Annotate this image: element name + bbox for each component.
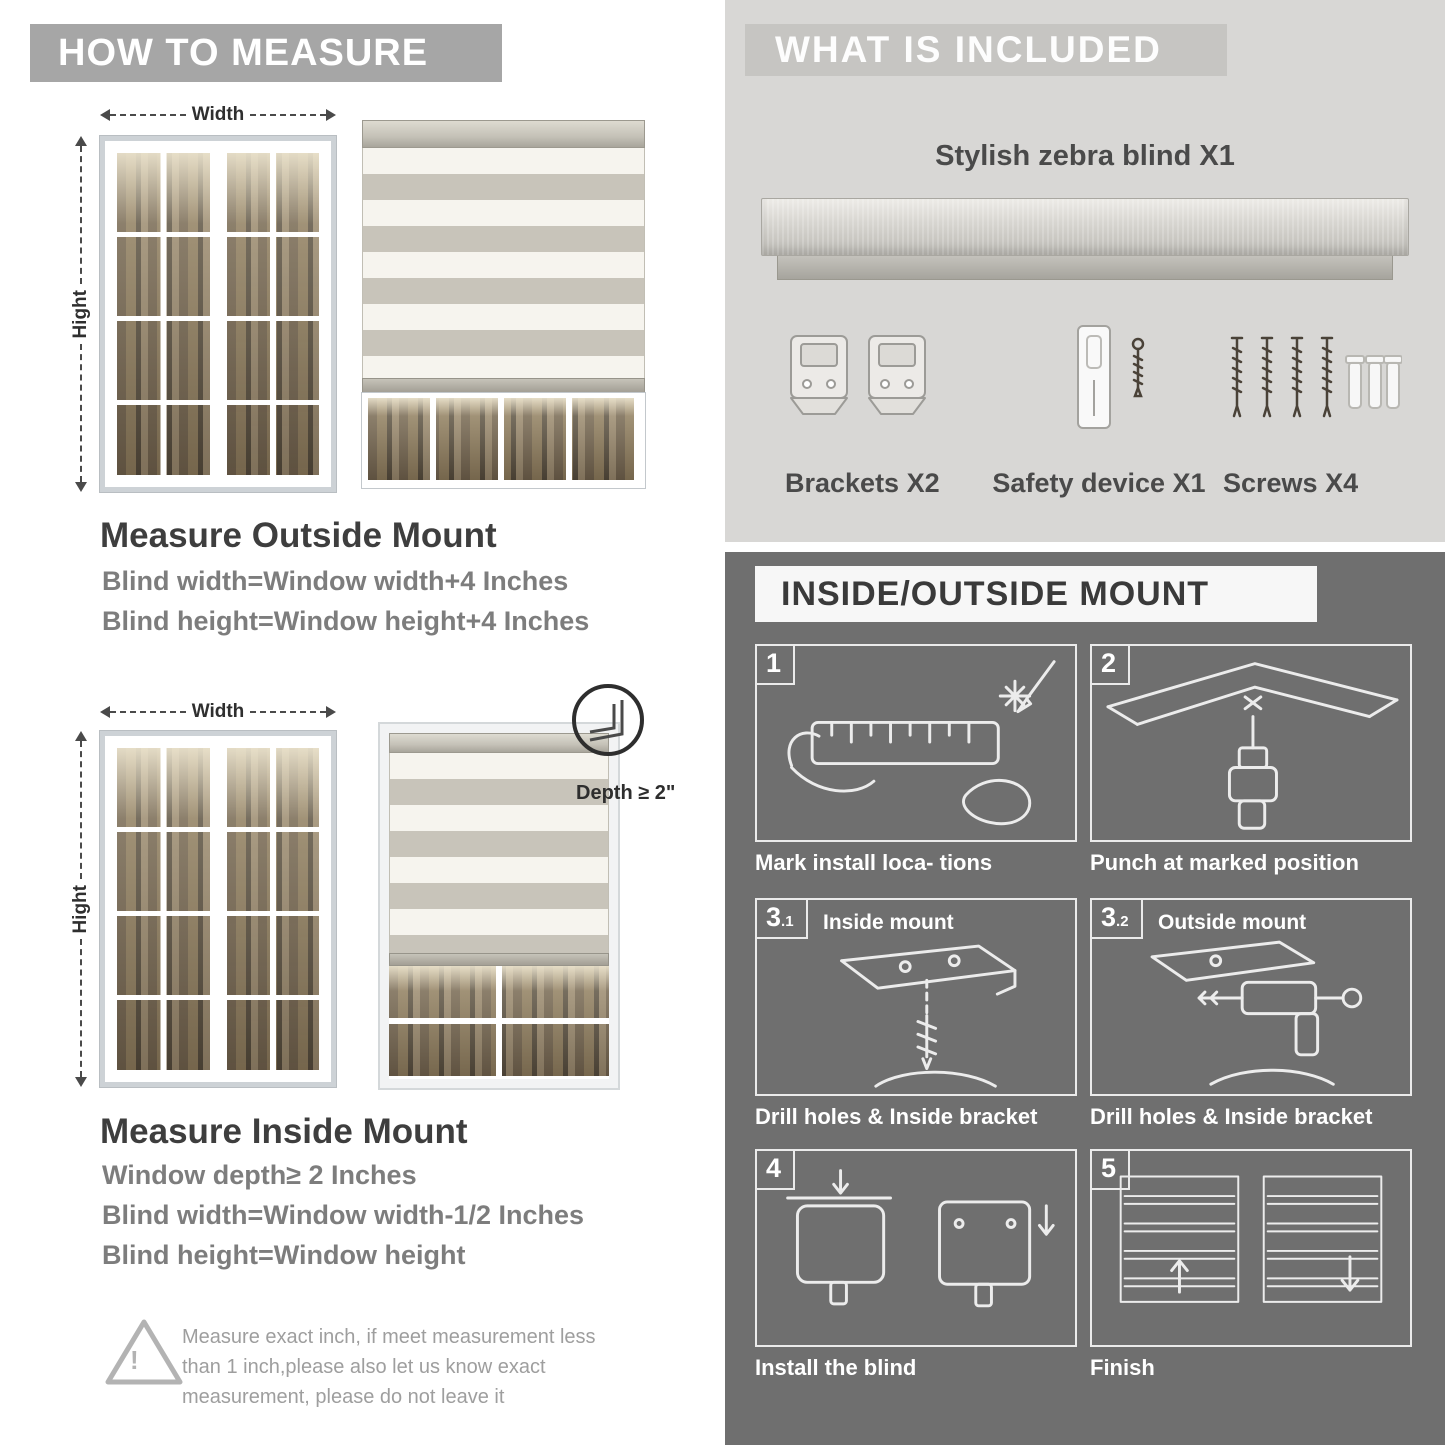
outside-mount-title: Measure Outside Mount bbox=[100, 516, 497, 555]
inside-mount-line: Window depth≥ 2 Inches bbox=[102, 1160, 417, 1190]
step-panel-3-2: 3.2 Outside mount bbox=[1090, 898, 1412, 1096]
inside-mount-line: Blind height=Window height bbox=[102, 1240, 466, 1270]
warning-triangle-icon bbox=[105, 1319, 183, 1385]
window-sash bbox=[112, 743, 215, 1075]
how-to-measure-header: HOW TO MEASURE bbox=[30, 24, 502, 82]
mount-header-label: INSIDE/OUTSIDE MOUNT bbox=[781, 574, 1210, 613]
step-number: 3.2 bbox=[1092, 900, 1143, 939]
wall-anchor-icon bbox=[1345, 355, 1402, 409]
arrow-down-icon bbox=[75, 1077, 87, 1088]
headrail-illustration bbox=[761, 198, 1409, 256]
brackets-label: Brackets X2 bbox=[785, 468, 940, 498]
arrow-left-icon bbox=[100, 706, 110, 718]
dimension-line bbox=[80, 939, 82, 1078]
blind-bottom-rail bbox=[362, 378, 645, 393]
screw-icon bbox=[1131, 337, 1145, 398]
safety-device-icon bbox=[1077, 325, 1145, 429]
window-sash bbox=[112, 148, 215, 480]
step-panel-2: 2 bbox=[1090, 644, 1412, 842]
what-is-included-header-label: WHAT IS INCLUDED bbox=[775, 29, 1162, 70]
install-blind-icon bbox=[786, 1169, 1055, 1308]
inside-bracket-screw-icon bbox=[840, 944, 1017, 1088]
window-panes-below-blind bbox=[389, 966, 609, 1079]
dimension-line bbox=[250, 711, 326, 713]
how-to-measure-header-label: HOW TO MEASURE bbox=[58, 31, 429, 74]
arrow-down-icon bbox=[75, 482, 87, 493]
dimension-line bbox=[80, 344, 82, 483]
screws-icon bbox=[1230, 336, 1402, 418]
arrow-right-icon bbox=[326, 109, 336, 121]
zebra-blind-inside-mount bbox=[378, 722, 620, 1090]
step-caption-1: Mark install loca- tions bbox=[755, 850, 993, 875]
screws-label: Screws X4 bbox=[1223, 468, 1359, 498]
height-dimension-outside: Hight bbox=[70, 136, 92, 493]
outside-mount-line: Blind width=Window width+4 Inches bbox=[102, 566, 569, 596]
step-number: 1 bbox=[757, 646, 796, 685]
warning-text: Measure exact inch, if meet measurement … bbox=[182, 1326, 596, 1408]
window-sash bbox=[221, 148, 324, 480]
step-sub-label: Inside mount bbox=[823, 911, 954, 934]
arrow-right-icon bbox=[326, 706, 336, 718]
step-panel-5: 5 bbox=[1090, 1149, 1412, 1347]
window-sash bbox=[221, 743, 324, 1075]
arrow-up-icon bbox=[75, 731, 87, 741]
safety-device-label: Safety device X1 bbox=[992, 468, 1206, 498]
step-number: 3.1 bbox=[757, 900, 808, 939]
finish-blinds-icon bbox=[1119, 1175, 1383, 1303]
arrow-left-icon bbox=[100, 109, 110, 121]
dimension-line bbox=[110, 711, 186, 713]
window-illustration-outside bbox=[99, 135, 337, 493]
step-number: 2 bbox=[1092, 646, 1131, 685]
blind-bottom-rail bbox=[389, 953, 609, 966]
outside-mount-line: Blind height=Window height+4 Inches bbox=[102, 606, 590, 636]
dimension-line bbox=[250, 114, 326, 116]
blind-stripes bbox=[362, 148, 645, 378]
step-panel-3-1: 3.1 Inside mount bbox=[755, 898, 1077, 1096]
inside-mount-title: Measure Inside Mount bbox=[100, 1112, 468, 1151]
outside-bracket-drill-icon bbox=[1150, 940, 1363, 1086]
step-panel-1: 1 bbox=[755, 644, 1077, 842]
depth-callout-label: Depth ≥ 2" bbox=[576, 782, 676, 804]
width-dimension-inside: Width bbox=[100, 701, 336, 723]
dimension-line bbox=[110, 114, 186, 116]
height-label: Hight bbox=[70, 884, 91, 934]
what-is-included-section: WHAT IS INCLUDED Stylish zebra blind X1 bbox=[725, 0, 1445, 542]
step-caption-3-1: Drill holes & Inside bracket bbox=[755, 1104, 1038, 1129]
dimension-line bbox=[80, 146, 82, 284]
drill-ceiling-icon bbox=[1106, 662, 1399, 830]
window-under-blind bbox=[361, 392, 646, 489]
step-number: 4 bbox=[757, 1151, 796, 1190]
what-is-included-header: WHAT IS INCLUDED bbox=[745, 24, 1227, 76]
step-caption-4: Install the blind bbox=[755, 1355, 917, 1380]
warning-exclamation: ! bbox=[130, 1345, 139, 1375]
height-dimension-inside: Hight bbox=[70, 731, 92, 1088]
depth-callout-circle bbox=[572, 684, 644, 756]
bracket-icon bbox=[790, 335, 926, 415]
product-label: Stylish zebra blind X1 bbox=[935, 140, 1235, 172]
width-dimension-outside: Width bbox=[100, 104, 336, 126]
step-panel-4: 4 bbox=[755, 1149, 1077, 1347]
mount-instructions-section: INSIDE/OUTSIDE MOUNT 1 bbox=[725, 552, 1445, 1445]
frame-corner-icon bbox=[589, 700, 624, 742]
dimension-line bbox=[80, 741, 82, 879]
blind-cassette bbox=[362, 120, 645, 148]
step-caption-5: Finish bbox=[1090, 1355, 1155, 1380]
width-label: Width bbox=[191, 701, 245, 722]
arrow-up-icon bbox=[75, 136, 87, 146]
headrail-under-rail bbox=[777, 256, 1393, 280]
step-sub-label: Outside mount bbox=[1158, 911, 1307, 934]
inside-mount-line: Blind width=Window width-1/2 Inches bbox=[102, 1200, 585, 1230]
step-caption-2: Punch at marked position bbox=[1090, 850, 1359, 875]
height-label: Hight bbox=[70, 289, 91, 339]
zebra-blind-outside-mount bbox=[361, 120, 646, 489]
blind-stripes bbox=[389, 753, 609, 953]
step-caption-3-2: Drill holes & Inside bracket bbox=[1090, 1104, 1373, 1129]
ruler-marking-icon bbox=[787, 660, 1056, 826]
step-number: 5 bbox=[1092, 1151, 1131, 1190]
width-label: Width bbox=[191, 104, 245, 125]
mount-header: INSIDE/OUTSIDE MOUNT bbox=[755, 566, 1317, 622]
window-illustration-inside bbox=[99, 730, 337, 1088]
